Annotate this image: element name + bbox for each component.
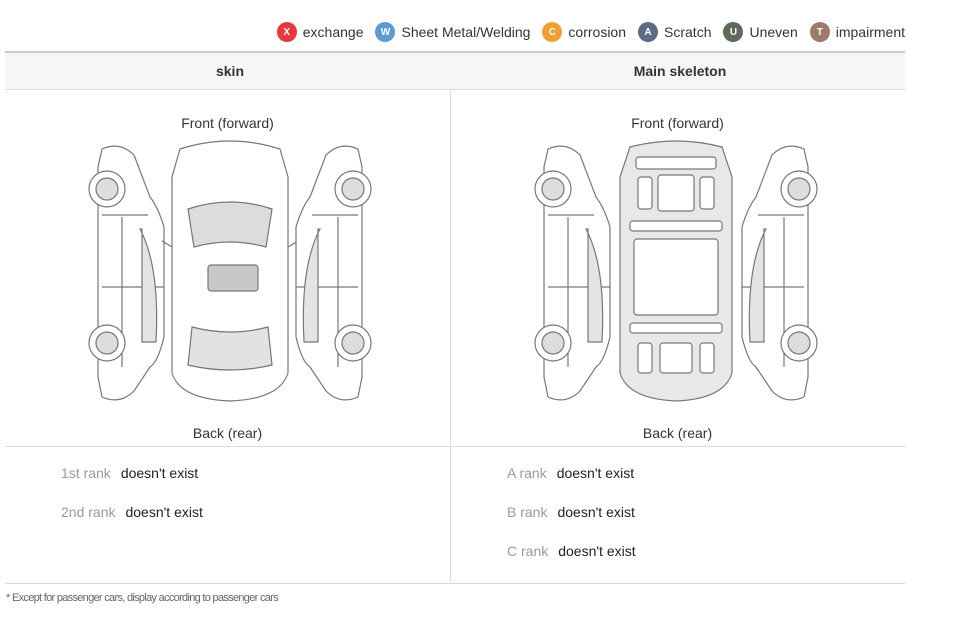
legend-item-exchange: X exchange bbox=[276, 22, 364, 42]
skeleton-rank-row: B rank doesn't exist bbox=[507, 504, 635, 520]
legend-label: Scratch bbox=[664, 24, 712, 40]
rank-label: A rank bbox=[507, 465, 547, 481]
legend-item-corrosion: C corrosion bbox=[542, 22, 626, 42]
inspection-panel: skin Main skeleton Front (forward) bbox=[5, 51, 905, 584]
header-main-skeleton: Main skeleton bbox=[633, 63, 727, 79]
rank-label: C rank bbox=[507, 543, 549, 559]
footnote: * Except for passenger cars, display acc… bbox=[6, 592, 279, 604]
header-skin: skin bbox=[215, 63, 244, 79]
skeleton-rank-row: C rank doesn't exist bbox=[507, 543, 636, 559]
footnote-mark: * bbox=[6, 592, 10, 604]
legend-label: Uneven bbox=[749, 24, 798, 40]
rank-label: 2nd rank bbox=[61, 504, 116, 520]
legend-item-sheet-metal-welding: W Sheet Metal/Welding bbox=[375, 22, 530, 42]
exchange-icon: X bbox=[276, 22, 297, 42]
skeleton-car-diagram bbox=[534, 140, 818, 402]
legend-label: impairment bbox=[835, 24, 905, 40]
skeleton-front-label: Front (forward) bbox=[631, 115, 724, 131]
rank-value: doesn't exist bbox=[556, 465, 635, 481]
rank-value: doesn't exist bbox=[558, 543, 636, 559]
corrosion-icon: C bbox=[542, 22, 563, 42]
skin-car-diagram bbox=[88, 140, 372, 402]
table-header: skin Main skeleton bbox=[5, 53, 905, 90]
sheet-metal-welding-icon: W bbox=[375, 22, 396, 42]
uneven-icon: U bbox=[723, 22, 744, 42]
legend-item-impairment: T impairment bbox=[809, 22, 905, 42]
rank-value: doesn't exist bbox=[120, 465, 199, 481]
skin-back-label: Back (rear) bbox=[192, 425, 263, 441]
rank-value: doesn't exist bbox=[557, 504, 635, 520]
legend-label: corrosion bbox=[568, 24, 627, 40]
legend-item-uneven: U Uneven bbox=[723, 22, 798, 42]
footnote-text: Except for passenger cars, display accor… bbox=[11, 592, 279, 604]
legend-label: exchange bbox=[302, 24, 364, 40]
impairment-icon: T bbox=[809, 22, 830, 42]
rank-label: B rank bbox=[507, 504, 548, 520]
legend-item-scratch: A Scratch bbox=[638, 22, 711, 42]
skin-rank-row: 1st rank doesn't exist bbox=[61, 465, 198, 481]
skin-rank-row: 2nd rank doesn't exist bbox=[61, 504, 203, 520]
legend-label: Sheet Metal/Welding bbox=[401, 24, 531, 40]
skin-front-label: Front (forward) bbox=[181, 115, 274, 131]
damage-legend: X exchange W Sheet Metal/Welding C corro… bbox=[276, 21, 905, 43]
rank-label: 1st rank bbox=[61, 465, 111, 481]
skeleton-rank-row: A rank doesn't exist bbox=[507, 465, 634, 481]
scratch-icon: A bbox=[638, 22, 659, 42]
column-divider bbox=[450, 90, 451, 582]
section-divider bbox=[5, 446, 905, 447]
skeleton-back-label: Back (rear) bbox=[642, 425, 713, 441]
rank-value: doesn't exist bbox=[125, 504, 203, 520]
